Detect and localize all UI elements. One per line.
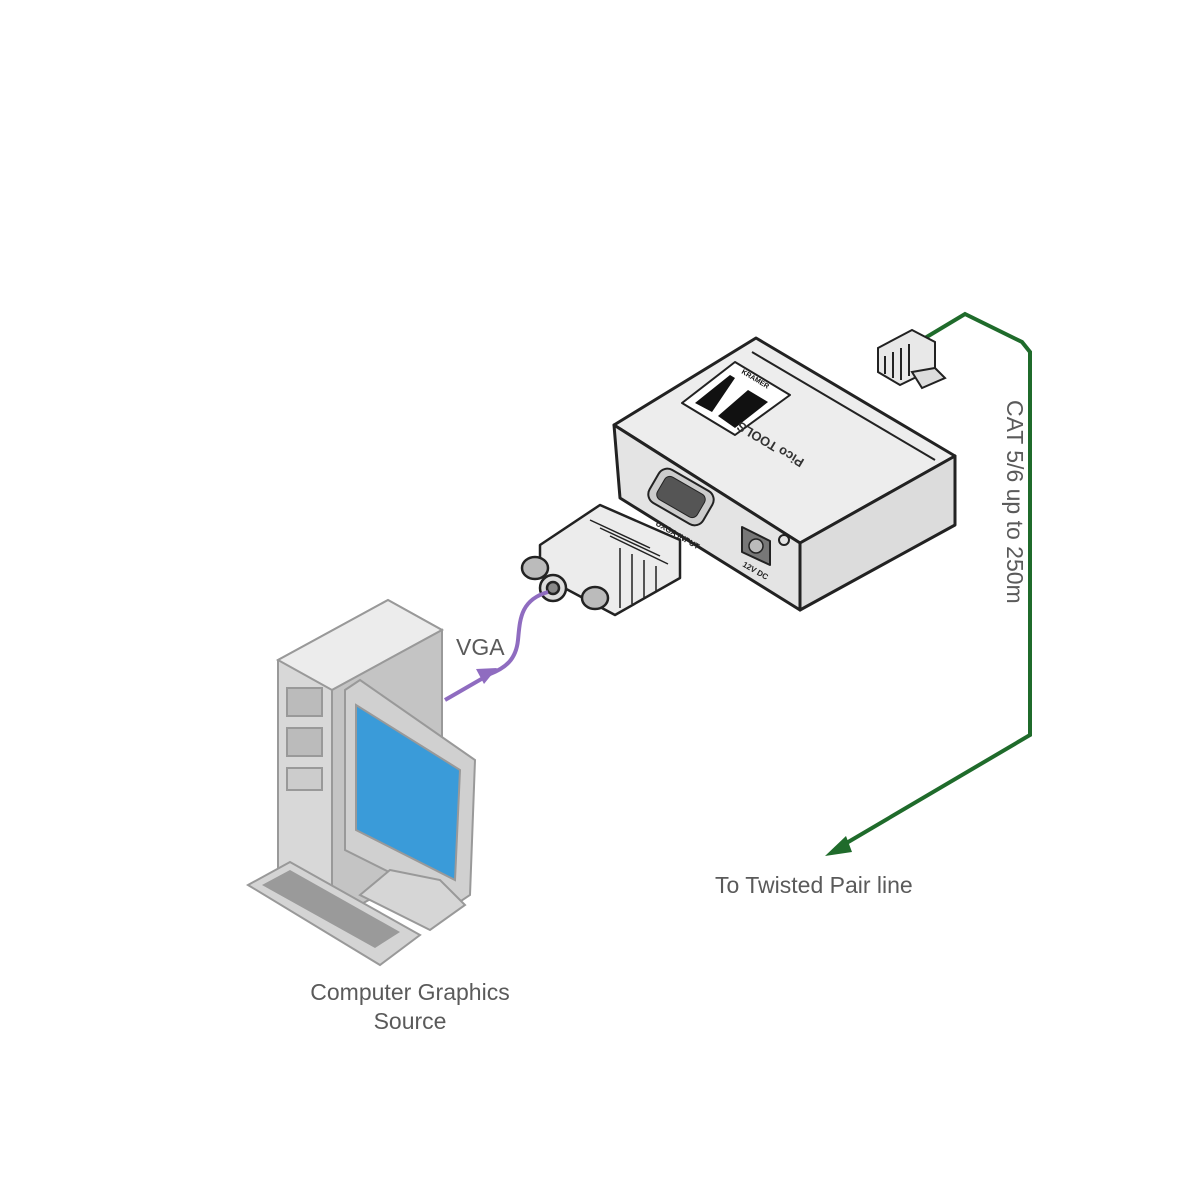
vga-label: VGA [456,634,505,660]
rj45-connector-icon [877,328,947,390]
source-label-line1: Computer Graphics [310,979,510,1005]
arrow-head-icon [476,668,497,684]
vga-cable [443,590,549,702]
twisted-pair-label: To Twisted Pair line [715,872,913,898]
twisted-pair-cable [825,311,1032,856]
screen [355,703,462,882]
source-label-line2: Source [373,1008,447,1034]
monitor-icon [344,678,477,932]
kramer-transmitter-device [612,336,957,612]
kramer-logo [681,361,791,436]
keyboard-icon [245,860,422,967]
vga-plug-icon [520,503,682,617]
cat-cable-label: CAT 5/6 up to 250m [1002,400,1028,604]
arrow-head-icon [825,836,852,856]
